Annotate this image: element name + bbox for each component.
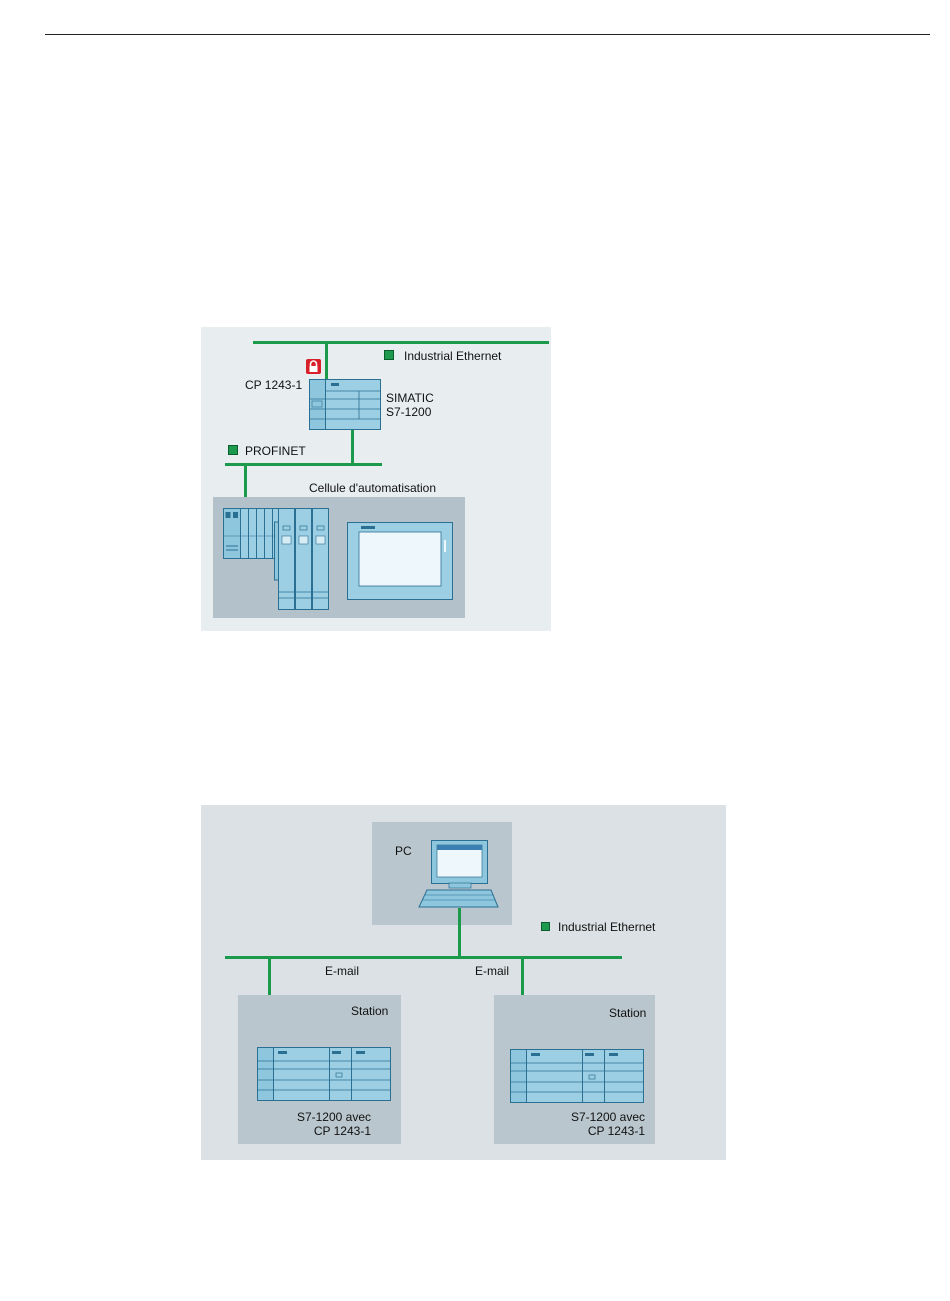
industrial-ethernet-legend-icon: [384, 350, 394, 360]
figure-security-diagram: Industrial Ethernet CP 1243-1 SIMATIC S7…: [201, 327, 551, 631]
header-rule: [45, 34, 930, 35]
lock-icon: [306, 359, 321, 374]
simatic-label: SIMATIC: [386, 391, 434, 405]
pc-uplink-line: [458, 908, 461, 957]
station-left-controller-icon: [257, 1047, 391, 1101]
controller-profinet-link: [351, 430, 354, 464]
industrial-ethernet-label: Industrial Ethernet: [404, 349, 501, 363]
station-left-device-line1: S7-1200 avec: [297, 1110, 371, 1124]
email-label-left: E-mail: [325, 964, 359, 978]
industrial-ethernet-legend-icon: [541, 922, 550, 931]
station-right-title: Station: [609, 1006, 646, 1020]
profinet-bus: [225, 463, 382, 466]
pc-label: PC: [395, 844, 412, 858]
s7-1200-label: S7-1200: [386, 405, 431, 419]
s7-1200-controller-icon: [309, 379, 381, 430]
station-right-device-line1: S7-1200 avec: [571, 1110, 645, 1124]
figure-email-diagram: PC Industrial Ethernet E-mail E-mail Sta…: [201, 805, 726, 1160]
hmi-panel-icon: [347, 522, 453, 600]
cp-uplink-line: [325, 344, 328, 381]
email-label-right: E-mail: [475, 964, 509, 978]
cp-1243-1-label: CP 1243-1: [245, 378, 302, 392]
distributed-io-icon: [223, 508, 281, 559]
drive-units-icon: [274, 508, 331, 610]
profinet-legend-icon: [228, 445, 238, 455]
station-right-device-line2: CP 1243-1: [588, 1124, 645, 1138]
pc-icon: [419, 840, 499, 910]
automation-cell-label: Cellule d'automatisation: [309, 481, 436, 495]
industrial-ethernet-bus: [253, 341, 549, 344]
station-right-controller-icon: [510, 1049, 644, 1103]
industrial-ethernet-label: Industrial Ethernet: [558, 920, 655, 934]
profinet-label: PROFINET: [245, 444, 306, 458]
station-left-title: Station: [351, 1004, 388, 1018]
station-left-device-line2: CP 1243-1: [314, 1124, 371, 1138]
industrial-ethernet-bus: [225, 956, 622, 959]
